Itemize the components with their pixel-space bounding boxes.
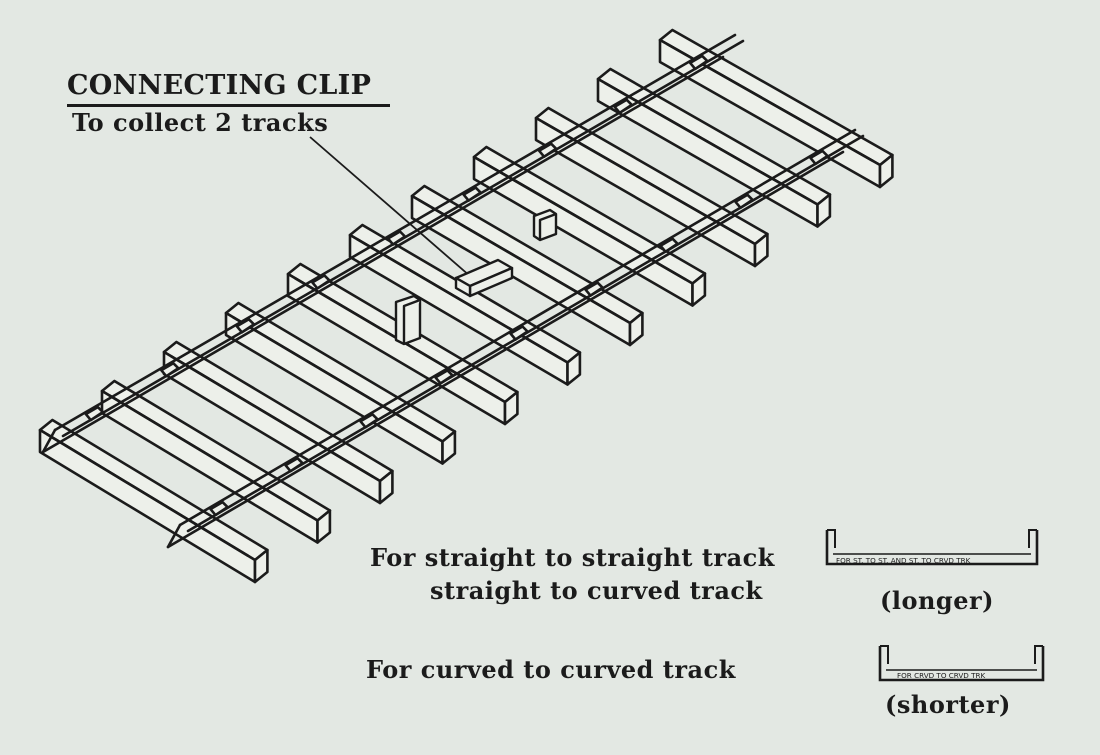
rail-chair (584, 281, 604, 297)
rail-chair (160, 361, 180, 378)
rail-chair (688, 54, 709, 71)
short-clip-profile: FOR CRVD TO CRVD TRK (878, 645, 1045, 682)
rail-chair (809, 149, 829, 166)
rail-chair (734, 193, 754, 210)
long-clip-tag: (longer) (880, 586, 994, 615)
tie-end (503, 390, 519, 426)
rail-base (166, 150, 845, 549)
tie-end (816, 193, 832, 228)
rail-end (166, 523, 182, 549)
rail-base (41, 55, 725, 454)
rail-end (41, 428, 57, 454)
rail-chair (537, 142, 558, 158)
long-clip-profile: FOR ST. TO ST. AND ST. TO CRVD TRK (825, 529, 1039, 566)
tie-bevel (232, 315, 437, 439)
tie-end (378, 469, 394, 505)
tie-end (316, 509, 332, 544)
rail-chair (84, 405, 105, 422)
tie-end (441, 430, 457, 465)
rail-chair (386, 230, 407, 246)
rail-edge (178, 128, 857, 527)
diagram-subtitle: To collect 2 tracks (72, 108, 329, 137)
title-underline (67, 104, 390, 107)
rail-chair (613, 98, 634, 115)
diagram-title: CONNECTING CLIP (67, 70, 372, 101)
tie-end (628, 311, 644, 347)
rail-joint-blocks (394, 208, 558, 346)
tie-end (691, 272, 707, 307)
caption-straight-line1: For straight to straight track (370, 543, 775, 572)
short-clip-text: FOR CRVD TO CRVD TRK (897, 671, 985, 680)
leader-line (309, 136, 479, 284)
tie-bevel (170, 354, 374, 479)
rail-edge (53, 33, 737, 432)
tie-end (253, 548, 269, 584)
connecting-clip (454, 258, 514, 298)
rail-chair (434, 369, 454, 385)
rail-chair (659, 237, 679, 253)
rail-chair (462, 186, 482, 202)
long-clip-text: FOR ST. TO ST. AND ST. TO CRVD TRK (836, 556, 971, 565)
track-ties (38, 28, 894, 584)
rail-chair (509, 325, 529, 341)
tie-end (878, 153, 894, 189)
caption-straight-line2: straight to curved track (430, 576, 763, 605)
rail-chair (235, 317, 256, 334)
rail-chair (359, 412, 379, 429)
short-clip-tag: (shorter) (885, 690, 1011, 719)
tie-end (753, 232, 769, 268)
rail-chair (311, 274, 331, 290)
tie-end (566, 351, 582, 386)
rail-chair (209, 500, 229, 517)
tie-bevel (46, 432, 249, 558)
rail-chair (284, 456, 304, 473)
caption-curved: For curved to curved track (366, 655, 736, 684)
track-rails (41, 33, 865, 549)
tie-bevel (108, 393, 312, 518)
